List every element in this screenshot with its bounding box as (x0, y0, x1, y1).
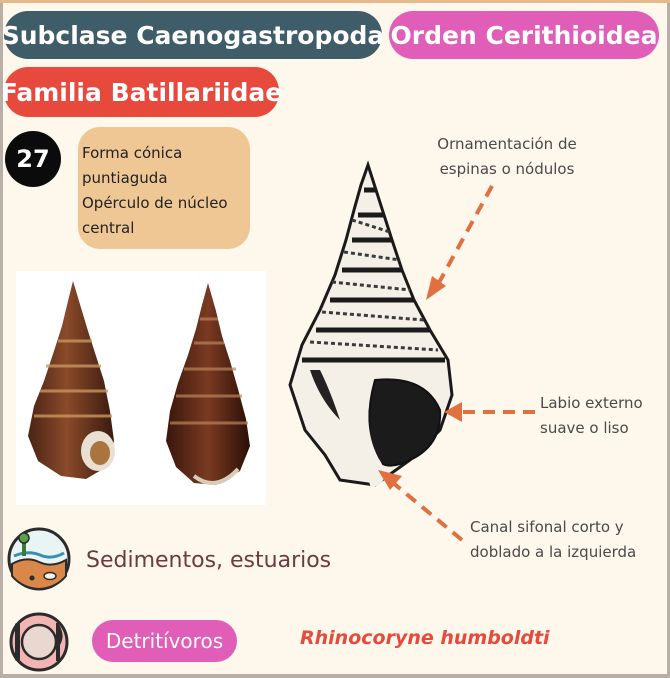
species-name: Rhinocoryne humboldti (300, 627, 550, 649)
callout-line: Labio externo (540, 394, 643, 412)
feature-line: central (82, 219, 135, 237)
diet-label: Detritívoros (92, 620, 237, 662)
callout-line: suave o liso (540, 419, 629, 437)
order-label: Orden Cerithioidea (389, 11, 659, 59)
callout-line: Ornamentación de (437, 135, 577, 153)
family-label: Familia Batillariidae (1, 67, 282, 117)
callout-line: Canal sifonal corto y (470, 518, 624, 536)
shell-photo-aperture (28, 281, 115, 479)
plate-cutlery-icon (6, 611, 72, 673)
callout-labio: Labio externo suave o liso (540, 391, 643, 441)
features-box: Forma cónica puntiaguda Opérculo de núcl… (78, 127, 250, 249)
top-accent-line (0, 0, 670, 3)
shell-photo-dorsal (166, 283, 250, 485)
subclass-label: Subclase Caenogastropoda (2, 11, 384, 59)
bottom-border (0, 674, 670, 678)
shell-photo-panel (16, 271, 266, 505)
feature-line: puntiaguda (82, 169, 168, 187)
habitat-text: Sedimentos, estuarios (86, 548, 332, 573)
callout-ornament: Ornamentación de espinas o nódulos (422, 132, 592, 182)
callout-line: espinas o nódulos (439, 160, 575, 178)
shell-line-drawing (280, 160, 480, 500)
feature-line: Opérculo de núcleo (82, 194, 228, 212)
callout-line: doblado a la izquierda (470, 543, 637, 561)
shell-photos (28, 281, 250, 485)
callout-canal: Canal sifonal corto y doblado a la izqui… (470, 515, 636, 565)
feature-line: Forma cónica (82, 144, 183, 162)
shell-drawing-svg (288, 160, 454, 488)
estuary-sediment-icon (6, 526, 72, 592)
species-number-badge: 27 (5, 131, 61, 187)
